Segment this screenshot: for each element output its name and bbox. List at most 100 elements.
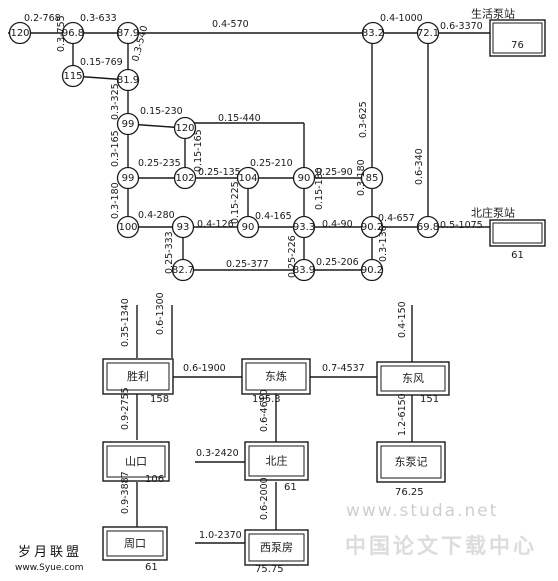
station-box: 北庄 61: [244, 441, 309, 493]
node-circle: [360, 215, 384, 239]
node-circle: [360, 258, 384, 282]
edge-label: 0.3-633: [80, 13, 117, 24]
node-label: 104: [238, 173, 257, 184]
node: 120: [173, 116, 197, 140]
node-label: 90: [298, 173, 311, 184]
node-label: 115: [63, 71, 82, 82]
node-label: 69.8: [417, 222, 439, 233]
station-name: 周口: [124, 537, 146, 550]
station-box-inner: [106, 445, 166, 478]
edge-label: 0.6-4610: [259, 389, 270, 432]
node: 93: [171, 215, 195, 239]
station-box: 山口 106: [102, 441, 170, 485]
edge-label: 0.4-1000: [380, 13, 423, 24]
node-circle: [171, 258, 195, 282]
node-circle: [416, 21, 440, 45]
edge-label: 0.15-165: [193, 129, 204, 172]
node: 115: [61, 64, 85, 88]
edge-label: 0.3-755: [56, 15, 67, 52]
node-label: 82.7: [172, 265, 194, 276]
watermark-title: 中国论文下载中心: [345, 534, 537, 558]
node-circle: [116, 112, 140, 136]
node: 90.2: [360, 215, 384, 239]
node-label: 102: [175, 173, 194, 184]
station-value: 158: [150, 394, 169, 405]
node-label: 96.8: [62, 28, 84, 39]
station-value: 61: [284, 482, 297, 493]
edge-label: 0.15-440: [218, 113, 261, 124]
node-label: 90: [242, 222, 255, 233]
station-name: 北庄: [266, 454, 288, 468]
node-label: 120: [10, 28, 29, 39]
edge-label: 0.4-90: [322, 219, 353, 230]
corner-title: 岁月联盟: [18, 545, 82, 560]
edge-label: 0.25-226: [287, 235, 298, 278]
edge-label: 0.25-210: [250, 158, 293, 169]
station-box-inner: [380, 365, 446, 392]
edge-label: 0.4-150: [397, 301, 408, 338]
edge-label: 1.0-2370: [199, 530, 242, 541]
edge-label: 0.25-90: [316, 167, 353, 178]
station-box-inner: [245, 362, 307, 391]
edge-label: 0.6-3370: [440, 21, 483, 32]
station-name: 东泵记: [395, 456, 428, 469]
node-label: 72.1: [417, 28, 439, 39]
node: 87.9: [116, 21, 140, 45]
node-circle: [116, 68, 140, 92]
pump-station-value: 76: [511, 40, 524, 51]
pump-station-inner: [492, 222, 543, 244]
edge-label: 0.3-180: [110, 182, 121, 219]
edge-label: 0.6-1300: [155, 292, 166, 335]
edge-label: 0.6-1900: [183, 363, 226, 374]
node-label: 83.2: [362, 28, 384, 39]
edge-label: 0.4-657: [378, 213, 415, 224]
node-circle: [292, 166, 316, 190]
station-name: 西泵房: [260, 541, 293, 554]
station-box-inner: [106, 362, 170, 391]
node-circle: [236, 166, 260, 190]
edge-label: 0.4-126: [197, 219, 234, 230]
node-label: 93.3: [293, 222, 315, 233]
node: 93.3: [292, 215, 316, 239]
edge-label: 0.25-333: [164, 231, 175, 274]
node: 96.8: [61, 21, 85, 45]
edge-label: 0.3-2420: [196, 448, 239, 459]
station-value: 61: [145, 562, 158, 573]
pump-station-name: 北庄泵站: [471, 206, 515, 220]
edge-label: 0.15-225: [230, 181, 241, 224]
node: 90: [292, 166, 316, 190]
node-circle: [360, 166, 384, 190]
node: 83.2: [361, 21, 385, 45]
node: 104: [236, 166, 260, 190]
station-name: 胜利: [127, 369, 149, 383]
station-value: 106: [145, 474, 164, 485]
node-circle: [171, 215, 195, 239]
station-value: 151: [420, 394, 439, 405]
edge-label: 0.7-4537: [322, 363, 365, 374]
edge-label: 1.2-6150: [397, 393, 408, 436]
node: 120: [8, 21, 32, 45]
node: 85: [360, 166, 384, 190]
pump-station-value: 61: [511, 250, 524, 261]
node-circle: [361, 21, 385, 45]
node: 69.8: [416, 215, 440, 239]
node-circle: [173, 116, 197, 140]
node-label: 93: [177, 222, 190, 233]
station-box-inner: [106, 530, 164, 557]
node: 72.1: [416, 21, 440, 45]
edge-label: 0.6-2000: [259, 477, 270, 520]
edge-label: 0.9-3887: [120, 471, 131, 514]
edge-label: 0.3-136: [378, 225, 389, 262]
station-box: 周口 61: [102, 526, 168, 573]
node: 90.2: [360, 258, 384, 282]
station-name: 山口: [125, 455, 147, 468]
lower-network-stations: 胜利158东炼195.3东风151山口106北庄61东泵记76.25周口61西泵…: [102, 358, 450, 575]
node-label: 90.2: [361, 265, 383, 276]
